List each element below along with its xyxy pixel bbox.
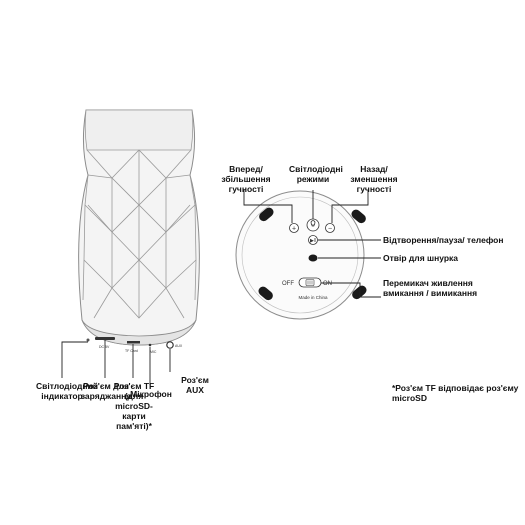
led-indicator-dot — [86, 338, 90, 342]
play-pause-icon: ▶‖ — [310, 238, 316, 244]
aux-marking: AUX — [175, 344, 183, 348]
power-switch[interactable]: OFF ON — [282, 277, 332, 288]
label-led-indicator: Світлодіодний індикатор — [36, 381, 98, 401]
speaker-top-cap — [84, 109, 194, 151]
leader-volume-up — [243, 190, 293, 223]
label-led-modes: Світлодіодні режими — [289, 164, 343, 184]
label-microphone: Мікрофон — [130, 389, 172, 399]
port-strip: DC 5V TF Card MIC AUX — [86, 337, 183, 354]
label-power-switch: Перемикач живлення вмикання / вимикання — [383, 278, 478, 298]
label-tf-port: Роз'єм TF (для microSD-карти пам'яті)* — [113, 381, 155, 431]
label-volume-down: Назад/зменшення гучності — [350, 164, 398, 194]
rubber-foot — [259, 207, 274, 222]
plus-icon: + — [292, 226, 296, 233]
rubber-foot — [352, 285, 367, 300]
tf-card-marking: TF Card — [125, 349, 138, 353]
leader-power-switch — [321, 282, 381, 298]
label-lanyard: Отвір для шнурка — [383, 253, 459, 263]
footnote: *Роз'єм TF відповідає роз'єму microSD — [392, 383, 519, 403]
leader-lines — [61, 190, 381, 385]
off-marking: OFF — [282, 281, 294, 287]
rubber-foot — [351, 209, 366, 224]
label-play-pause: Відтворення/пауза/ телефон — [383, 235, 504, 245]
tf-card-slot — [127, 341, 140, 344]
play-pause-button[interactable]: ▶‖ — [308, 235, 318, 245]
volume-up-button[interactable]: + — [289, 223, 299, 233]
label-charging-port: Роз'єм для заряджання — [80, 381, 132, 401]
lanyard-hole — [308, 254, 318, 262]
mic-hole — [148, 343, 152, 347]
dc5v-marking: DC 5V — [99, 345, 110, 349]
aux-jack — [166, 341, 174, 349]
charging-port-slot — [95, 337, 115, 340]
on-marking: ON — [323, 281, 332, 287]
volume-down-button[interactable]: − — [325, 223, 335, 233]
speaker-facets — [82, 149, 197, 319]
label-aux-port: Роз'єм AUX — [181, 375, 209, 395]
mic-marking: MIC — [150, 350, 157, 354]
made-in-marking: Made in China — [298, 295, 328, 300]
minus-icon: − — [328, 226, 332, 233]
bottom-panel-inner — [241, 196, 359, 314]
speaker-bottom-view: + − ▶‖ OFF ON Made in China — [235, 190, 367, 320]
speaker-side-view: DC 5V TF Card MIC AUX — [78, 109, 200, 354]
rubber-foot — [258, 286, 273, 301]
leader-volume-down — [331, 190, 369, 223]
led-mode-button[interactable] — [306, 218, 320, 232]
lightbulb-icon — [310, 220, 316, 227]
leader-led-indicator — [61, 341, 88, 378]
label-volume-up: Вперед/збільшення гучності — [221, 164, 271, 194]
